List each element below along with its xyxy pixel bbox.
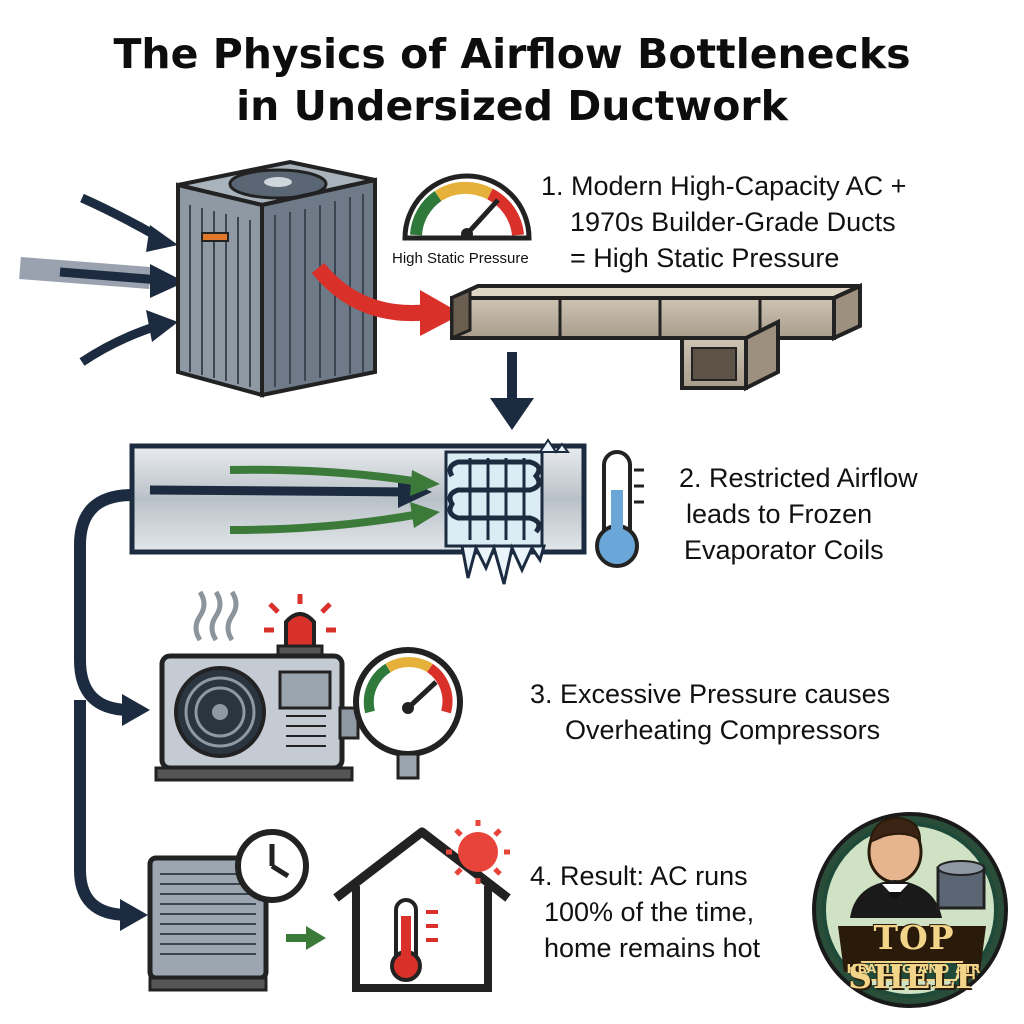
step-1-line-1: 1. Modern High-Capacity AC +: [541, 171, 907, 201]
clock-icon: [235, 829, 309, 903]
step-1-text: 1. Modern High-Capacity AC + 1970s Build…: [541, 168, 906, 276]
down-arrow: [490, 352, 534, 430]
house-icon: [333, 827, 511, 992]
compressor-unit-icon: [154, 653, 360, 782]
sun-icon: [446, 820, 510, 884]
step-1-line-2: 1970s Builder-Grade Ducts: [570, 207, 896, 237]
heat-waves-icon: [193, 590, 239, 642]
duct-icon: [450, 282, 862, 392]
gauge-label: High Static Pressure: [392, 250, 529, 267]
step-2-line-1: 2. Restricted Airflow: [679, 463, 918, 493]
pressure-gauge-large-icon: [353, 647, 463, 780]
step-3-line-2: Overheating Compressors: [565, 715, 881, 745]
intake-arrows: [19, 193, 185, 366]
step-4-line-1: 4. Result: AC runs: [530, 861, 748, 891]
brand-logo: [812, 812, 1008, 1008]
green-arrow: [286, 926, 326, 950]
step-2-text: 2. Restricted Airflow leads to Frozen Ev…: [679, 460, 918, 568]
ac-condenser-icon: [176, 159, 377, 398]
step-1-line-3: = High Static Pressure: [570, 243, 840, 273]
process-flow-connector: [74, 489, 150, 931]
step-3-line-1: 3. Excessive Pressure causes: [530, 679, 891, 709]
step-2-line-2: leads to Frozen: [686, 499, 873, 529]
step-4-text: 4. Result: AC runs 100% of the time, hom…: [530, 858, 760, 966]
pressure-gauge-icon: [402, 173, 532, 241]
step-3-text: 3. Excessive Pressure causes Overheating…: [530, 676, 890, 748]
logo-name: TOP SHELF: [848, 918, 980, 996]
thermometer-icon: [595, 450, 644, 568]
alarm-light-icon: [264, 594, 336, 658]
title-line-1: The Physics of Airflow Bottlenecks: [113, 30, 911, 78]
title-line-2: in Undersized Ductwork: [236, 82, 788, 130]
page-title: The Physics of Airflow Bottlenecks in Un…: [0, 28, 1024, 132]
step-4-line-2: 100% of the time,: [544, 897, 755, 927]
logo-tagline: HEATING AND AIR: [846, 962, 982, 976]
red-flow-arrow: [311, 262, 431, 321]
step-2-line-3: Evaporator Coils: [684, 535, 884, 565]
step-4-line-3: home remains hot: [544, 933, 761, 963]
frozen-coil-icon: [444, 438, 570, 585]
